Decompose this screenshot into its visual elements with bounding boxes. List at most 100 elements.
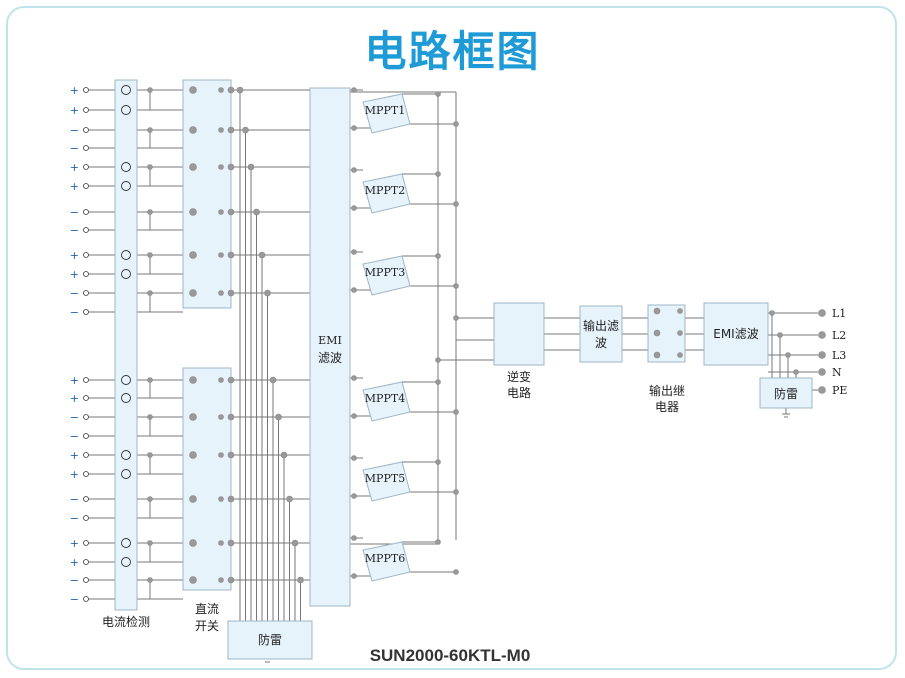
pv-terminal — [83, 433, 89, 439]
switch-contact — [218, 127, 224, 133]
pv-terminal — [83, 596, 89, 602]
emi-label: EMI — [318, 334, 342, 347]
junction-dot — [227, 208, 235, 216]
junction-dot — [227, 376, 235, 384]
ac-terminal — [818, 351, 826, 359]
junction-dot — [264, 289, 271, 297]
relay-contact — [653, 351, 661, 359]
ac-output-label: PE — [832, 384, 847, 397]
mppt-box — [362, 255, 411, 296]
current-sensor — [121, 181, 131, 191]
junction-dot — [147, 540, 153, 546]
junction-dot — [435, 91, 441, 97]
junction-dot — [147, 87, 153, 93]
relay-contact — [677, 352, 683, 358]
pv-terminal — [83, 87, 89, 93]
emi-ac-label: EMI滤波 — [713, 327, 758, 341]
pv-polarity-sign: + — [70, 556, 79, 569]
junction-dot — [227, 495, 235, 503]
junction-dot — [147, 496, 153, 502]
junction-dot — [297, 576, 304, 584]
junction-dot — [253, 208, 260, 216]
junction-dot — [227, 413, 235, 421]
pv-terminal — [83, 271, 89, 277]
junction-dot — [435, 171, 441, 177]
pv-terminal — [83, 577, 89, 583]
ac-output-label: L3 — [832, 349, 846, 362]
relay-label: 输出继 — [649, 383, 685, 398]
junction-dot — [453, 409, 459, 415]
junction-dot — [280, 451, 288, 459]
ac-output-label: L2 — [832, 329, 846, 342]
junction-dot — [147, 377, 153, 383]
junction-dot — [227, 451, 235, 459]
inverter-label: 逆变 — [507, 369, 531, 384]
pv-terminal — [83, 107, 89, 113]
pv-terminal — [83, 309, 89, 315]
junction-dot — [147, 209, 153, 215]
switch-contact — [189, 413, 197, 421]
current-sensor — [121, 538, 131, 548]
pv-terminal — [83, 496, 89, 502]
ac-terminal — [818, 386, 826, 394]
page-title: 电路框图 — [364, 27, 541, 76]
relay-label: 电器 — [655, 400, 679, 414]
current-sensor — [121, 162, 131, 172]
switch-contact — [218, 377, 224, 383]
mppt-box — [362, 173, 411, 214]
junction-dot — [227, 163, 235, 171]
pv-polarity-sign: − — [70, 574, 79, 587]
pv-terminal — [83, 559, 89, 565]
pv-polarity-sign: + — [70, 392, 79, 405]
pv-polarity-sign: − — [70, 124, 79, 137]
current-detect-label: 电流检测 — [102, 614, 150, 629]
pv-polarity-sign: + — [70, 161, 79, 174]
dc-switch-label: 开关 — [195, 619, 219, 633]
switch-contact — [218, 452, 224, 458]
output-filter-label: 波 — [595, 336, 607, 350]
switch-contact — [189, 126, 197, 134]
switch-contact — [189, 539, 197, 547]
pv-polarity-sign: + — [70, 374, 79, 387]
junction-dot — [351, 455, 357, 461]
ac-output-label: N — [832, 366, 842, 379]
pv-terminal — [83, 164, 89, 170]
junction-dot — [453, 315, 459, 321]
pv-polarity-sign: − — [70, 493, 79, 506]
pv-terminal — [83, 377, 89, 383]
junction-dot — [453, 121, 459, 127]
pv-polarity-sign: − — [70, 593, 79, 606]
pv-polarity-sign: + — [70, 537, 79, 550]
junction-dot — [435, 459, 441, 465]
pv-polarity-sign: + — [70, 84, 79, 97]
junction-dot — [453, 569, 459, 575]
spd-ac-box — [759, 377, 813, 409]
junction-dot — [227, 251, 235, 259]
pv-terminal — [83, 127, 89, 133]
pv-terminal — [83, 515, 89, 521]
switch-contact — [189, 163, 197, 171]
pv-polarity-sign: + — [70, 180, 79, 193]
mppt-label: MPPT5 — [365, 472, 405, 485]
junction-dot — [269, 376, 277, 384]
switch-contact — [218, 290, 224, 296]
junction-dot — [453, 201, 459, 207]
ac-terminal — [818, 309, 826, 317]
junction-dot — [453, 283, 459, 289]
pv-polarity-sign: − — [70, 287, 79, 300]
pv-terminal — [83, 471, 89, 477]
switch-contact — [189, 376, 197, 384]
junction-dot — [236, 86, 244, 94]
junction-dot — [351, 413, 357, 419]
dc-switch-box-top — [182, 79, 232, 309]
junction-dot — [351, 535, 357, 541]
junction-dot — [227, 576, 235, 584]
pv-polarity-sign: − — [70, 224, 79, 237]
pv-polarity-sign: − — [70, 306, 79, 319]
dc-switch-label: 直流 — [195, 602, 219, 616]
mppt-box — [362, 541, 411, 582]
dc-switch-box-bottom — [182, 367, 232, 591]
junction-dot — [286, 495, 293, 503]
current-sensor — [121, 375, 131, 385]
